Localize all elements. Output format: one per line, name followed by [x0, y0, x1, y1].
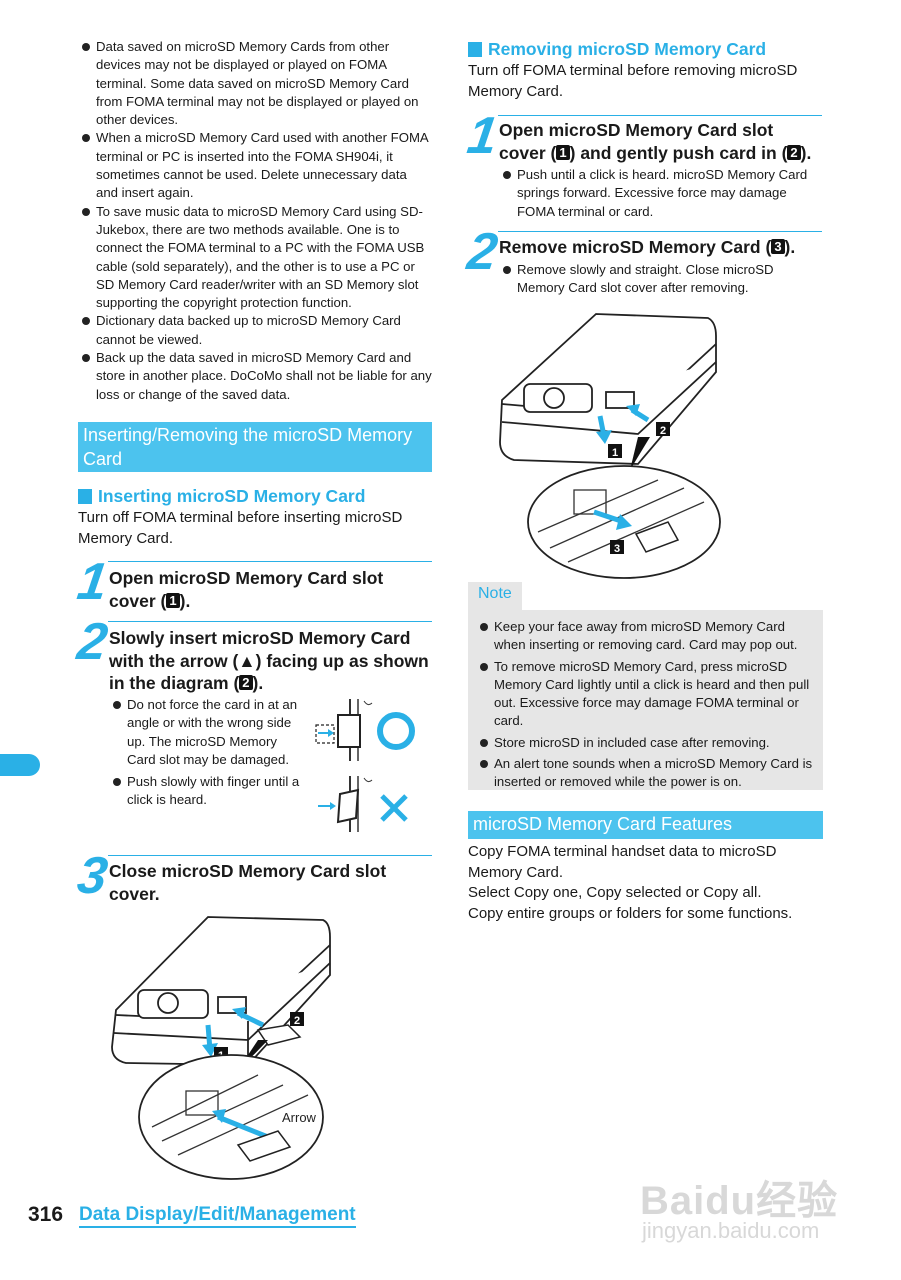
wrong-insertion-diagram — [318, 776, 408, 832]
inserting-intro: Turn off FOMA terminal before inserting … — [78, 509, 403, 547]
arrow-label: Arrow — [282, 1110, 317, 1125]
removing-heading: Removing microSD Memory Card — [468, 38, 823, 60]
diagram-label-3: 3 — [614, 543, 620, 555]
step-title: Open microSD Memory Card slot cover (1) … — [499, 120, 812, 163]
list-item: Remove slowly and straight. Close microS… — [499, 261, 821, 298]
chapter-side-tab — [0, 754, 40, 776]
step-number: 2 — [463, 223, 501, 281]
note-box: Keep your face away from microSD Memory … — [468, 610, 823, 790]
step-number: 3 — [73, 847, 111, 905]
number-box: 2 — [239, 675, 253, 690]
correct-insertion-diagram — [315, 699, 415, 761]
step-divider — [498, 115, 822, 116]
list-item: Store microSD in included case after rem… — [476, 734, 815, 752]
list-item: Dictionary data backed up to microSD Mem… — [78, 312, 432, 349]
number-box: 3 — [771, 239, 785, 254]
section-title: Inserting/Removing the microSD Memory Ca… — [78, 422, 432, 472]
features-line: Copy FOMA terminal handset data to micro… — [468, 843, 777, 881]
list-item: Push slowly with finger until a click is… — [109, 773, 301, 810]
left-bullet-list: Data saved on microSD Memory Cards from … — [78, 38, 432, 404]
features-line: Select Copy one, Copy selected or Copy a… — [468, 884, 762, 901]
list-item: An alert tone sounds when a microSD Memo… — [476, 755, 815, 792]
phone-remove-diagram: 1 2 3 — [499, 313, 721, 579]
list-item: Keep your face away from microSD Memory … — [476, 618, 815, 655]
list-item: Do not force the card in at an angle or … — [109, 696, 301, 769]
phone-insert-diagram: 1 2 Arrow — [111, 916, 331, 1180]
watermark-url: jingyan.baidu.com — [642, 1218, 820, 1243]
features-text: Copy FOMA terminal handset data to micro… — [468, 842, 823, 924]
diagram-label-2: 2 — [660, 425, 666, 437]
list-item: To remove microSD Memory Card, press mic… — [476, 658, 815, 731]
list-item: To save music data to microSD Memory Car… — [78, 203, 432, 313]
heading-square-icon — [78, 489, 92, 504]
number-box: 2 — [787, 145, 801, 160]
list-item: Back up the data saved in microSD Memory… — [78, 349, 432, 404]
list-item: Push until a click is heard. microSD Mem… — [499, 166, 821, 221]
removing-intro: Turn off FOMA terminal before removing m… — [468, 62, 798, 100]
heading-square-icon — [468, 42, 482, 57]
diagram-label-1: 1 — [612, 447, 618, 459]
step-title: Slowly insert microSD Memory Card with t… — [109, 628, 429, 693]
step2-bullets: Do not force the card in at an angle or … — [109, 696, 301, 810]
step-number: 1 — [463, 107, 501, 165]
watermark-logo: Baidu经验 — [640, 1179, 839, 1223]
removing-step2-bullets: Remove slowly and straight. Close microS… — [499, 261, 821, 298]
step-title: Open microSD Memory Card slot cover (1). — [109, 568, 384, 611]
step-number: 1 — [73, 553, 111, 611]
number-box: 1 — [556, 145, 570, 160]
removing-step1-bullets: Push until a click is heard. microSD Mem… — [499, 166, 821, 221]
page-number: 316 — [28, 1203, 64, 1226]
note-title: Note — [468, 582, 522, 610]
list-item: Data saved on microSD Memory Cards from … — [78, 38, 432, 129]
chapter-link[interactable]: Data Display/Edit/Management — [79, 1204, 356, 1228]
step-divider — [108, 561, 432, 562]
step-title: Remove microSD Memory Card (3). — [499, 237, 796, 257]
step-divider — [108, 855, 432, 856]
step-divider — [108, 621, 432, 622]
number-box: 1 — [166, 593, 180, 608]
diagram-label-2: 2 — [294, 1015, 300, 1027]
features-line: Copy entire groups or folders for some f… — [468, 904, 793, 922]
step-title: Close microSD Memory Card slot cover. — [109, 861, 387, 904]
step-divider — [498, 231, 822, 232]
features-title: microSD Memory Card Features — [468, 811, 823, 839]
list-item: When a microSD Memory Card used with ano… — [78, 129, 432, 202]
step-number: 2 — [73, 613, 111, 671]
inserting-heading: Inserting microSD Memory Card — [78, 485, 432, 507]
